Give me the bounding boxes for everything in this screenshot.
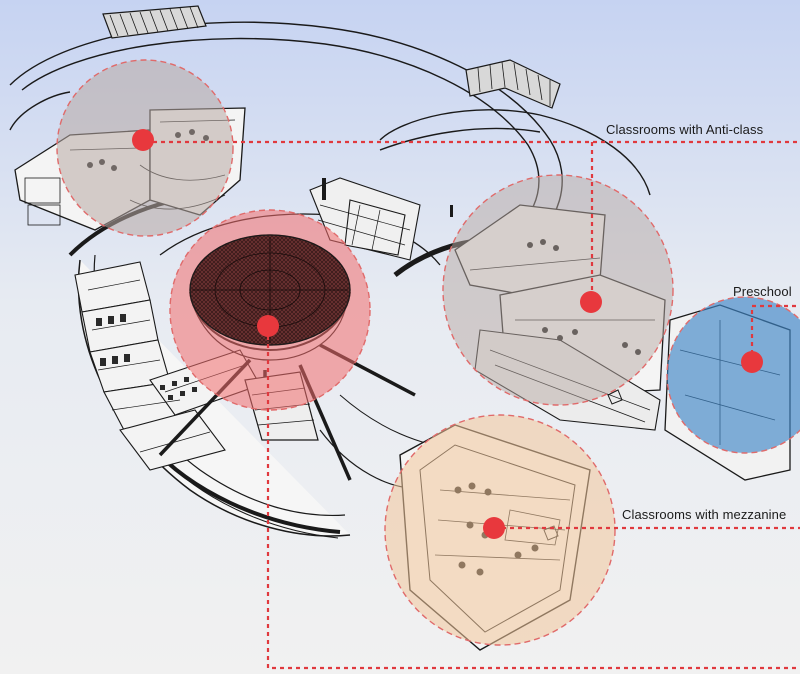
leader-dome	[266, 328, 800, 670]
marker-mezzanine	[483, 517, 505, 539]
marker-anti-class-right	[580, 291, 602, 313]
leader-preschool	[750, 304, 800, 362]
label-classrooms-anti-class: Classrooms with Anti-class	[606, 122, 764, 137]
markers	[132, 129, 763, 539]
marker-central-dome	[257, 315, 279, 337]
pergola-top	[102, 5, 207, 39]
pergola-right	[465, 59, 561, 109]
leader-lines	[145, 140, 800, 670]
label-classrooms-mezzanine: Classrooms with mezzanine	[622, 507, 787, 522]
marker-preschool	[741, 351, 763, 373]
zone-anti-class-right	[442, 174, 674, 406]
zone-preschool	[666, 296, 800, 454]
label-preschool: Preschool	[733, 284, 792, 299]
marker-anti-class-top-left	[132, 129, 154, 151]
main-building	[68, 177, 471, 539]
